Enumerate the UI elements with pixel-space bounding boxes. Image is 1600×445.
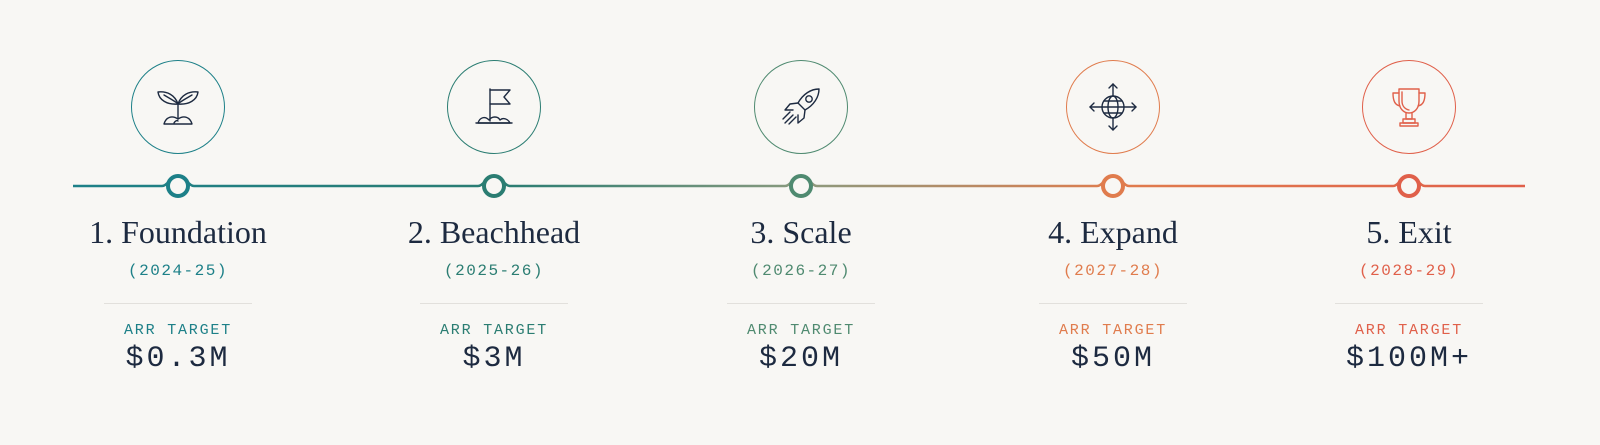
stage-icon-circle: [447, 60, 541, 154]
stage-exit: 5. Exit (2028-29) ARR TARGET $100M+: [1279, 0, 1539, 445]
arr-target-label: ARR TARGET: [1058, 322, 1167, 339]
divider: [727, 303, 875, 304]
globe-arrows-icon: [1089, 83, 1137, 131]
stage-icon-circle: [1066, 60, 1160, 154]
arr-target-label: ARR TARGET: [123, 322, 232, 339]
trophy-icon: [1392, 88, 1426, 127]
stage-foundation: 1. Foundation (2024-25) ARR TARGET $0.3M: [48, 0, 308, 445]
stage-title: 5. Exit: [1366, 214, 1452, 250]
rocket-icon: [782, 88, 820, 125]
stage-icon-circle: [1362, 60, 1456, 154]
timeline-node: [1101, 174, 1125, 198]
arr-target-label: ARR TARGET: [746, 322, 855, 339]
stage-beachhead: 2. Beachhead (2025-26) ARR TARGET $3M: [364, 0, 624, 445]
stage-scale: 3. Scale (2026-27) ARR TARGET $20M: [671, 0, 931, 445]
stage-icon-circle: [754, 60, 848, 154]
timeline-node: [166, 174, 190, 198]
arr-target-value: $50M: [1070, 342, 1155, 376]
arr-target-label: ARR TARGET: [1354, 322, 1463, 339]
stage-title: 4. Expand: [1048, 214, 1178, 250]
divider: [1039, 303, 1187, 304]
timeline-node: [1397, 174, 1421, 198]
stage-years: (2027-28): [1063, 262, 1163, 280]
stage-title: 3. Scale: [750, 214, 852, 250]
sprout-icon: [157, 91, 199, 125]
divider: [420, 303, 568, 304]
stage-years: (2028-29): [1359, 262, 1459, 280]
divider: [104, 303, 252, 304]
divider: [1335, 303, 1483, 304]
stage-years: (2026-27): [751, 262, 851, 280]
arr-target-value: $3M: [462, 342, 526, 376]
flag-icon: [475, 88, 513, 124]
stage-expand: 4. Expand (2027-28) ARR TARGET $50M: [983, 0, 1243, 445]
arr-target-value: $20M: [758, 342, 843, 376]
stage-years: (2025-26): [444, 262, 544, 280]
timeline-node: [789, 174, 813, 198]
stage-icon-circle: [131, 60, 225, 154]
stage-title: 2. Beachhead: [407, 214, 581, 250]
stage-title: 1. Foundation: [89, 214, 267, 250]
stage-years: (2024-25): [128, 262, 228, 280]
timeline-node: [482, 174, 506, 198]
arr-target-label: ARR TARGET: [439, 322, 548, 339]
arr-target-value: $100M+: [1345, 342, 1473, 376]
arr-target-value: $0.3M: [125, 342, 231, 376]
